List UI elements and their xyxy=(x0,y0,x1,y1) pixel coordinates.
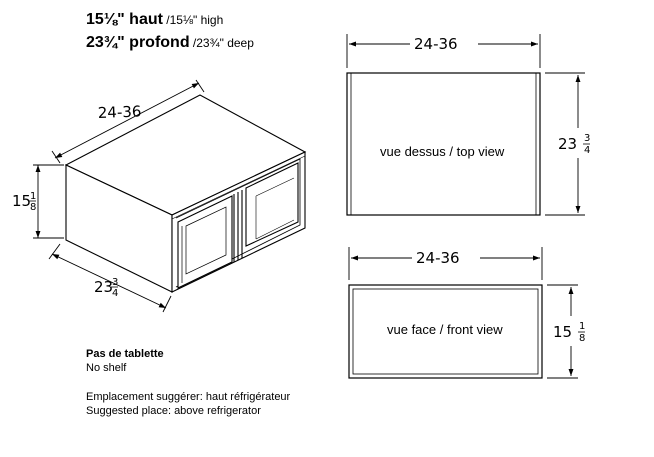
depth-spec-en: /23¾" deep xyxy=(189,36,254,50)
front-view-outline xyxy=(348,284,543,379)
iso-width-dimension xyxy=(51,79,205,164)
iso-depth-whole: 23 xyxy=(94,278,113,296)
top-view-depth-label: 23 3 4 xyxy=(558,133,590,156)
front-height-whole: 15 xyxy=(553,323,572,341)
front-view-width-label: 24-36 xyxy=(416,249,460,267)
cabinet-opening xyxy=(245,162,299,247)
front-height-den: 8 xyxy=(579,333,585,344)
front-view xyxy=(348,247,578,379)
top-view-outline xyxy=(346,72,541,216)
isometric-view xyxy=(64,94,307,293)
placement-note-fr: Emplacement suggérer: haut réfrigérateur xyxy=(86,391,291,403)
iso-depth-dimension xyxy=(48,243,172,313)
height-spec: 15⅛" haut /15⅛" high xyxy=(86,11,223,29)
depth-spec: 23¾" profond /23¾" deep xyxy=(86,34,254,52)
shelf-note-en: No shelf xyxy=(86,362,127,374)
iso-width-label: 24-36 xyxy=(98,102,142,122)
iso-height-dimension xyxy=(33,164,64,239)
top-depth-whole: 23 xyxy=(558,135,577,153)
front-view-label: vue face / front view xyxy=(387,322,503,337)
shelf-note-fr: Pas de tablette xyxy=(86,348,164,360)
iso-height-label: 15 1 8 xyxy=(12,191,36,213)
top-view xyxy=(346,34,585,216)
placement-note-en: Suggested place: above refrigerator xyxy=(86,405,261,417)
front-height-num: 1 xyxy=(579,321,585,332)
iso-depth-den: 4 xyxy=(112,288,118,299)
top-depth-num: 3 xyxy=(584,133,590,144)
door-left xyxy=(177,195,233,289)
iso-height-num: 1 xyxy=(30,191,36,202)
top-view-width-label: 24-36 xyxy=(414,35,458,53)
iso-height-den: 8 xyxy=(30,202,36,213)
top-depth-den: 4 xyxy=(584,145,590,156)
iso-height-whole: 15 xyxy=(12,192,31,210)
iso-depth-label: 23 3 4 xyxy=(94,277,118,299)
height-spec-en: /15⅛" high xyxy=(162,13,224,27)
depth-spec-fr: 23¾" profond xyxy=(86,34,190,51)
front-view-height-label: 15 1 8 xyxy=(553,321,585,344)
height-spec-fr: 15⅛" haut xyxy=(86,11,163,28)
top-view-label: vue dessus / top view xyxy=(380,144,505,159)
iso-depth-num: 3 xyxy=(112,277,118,288)
